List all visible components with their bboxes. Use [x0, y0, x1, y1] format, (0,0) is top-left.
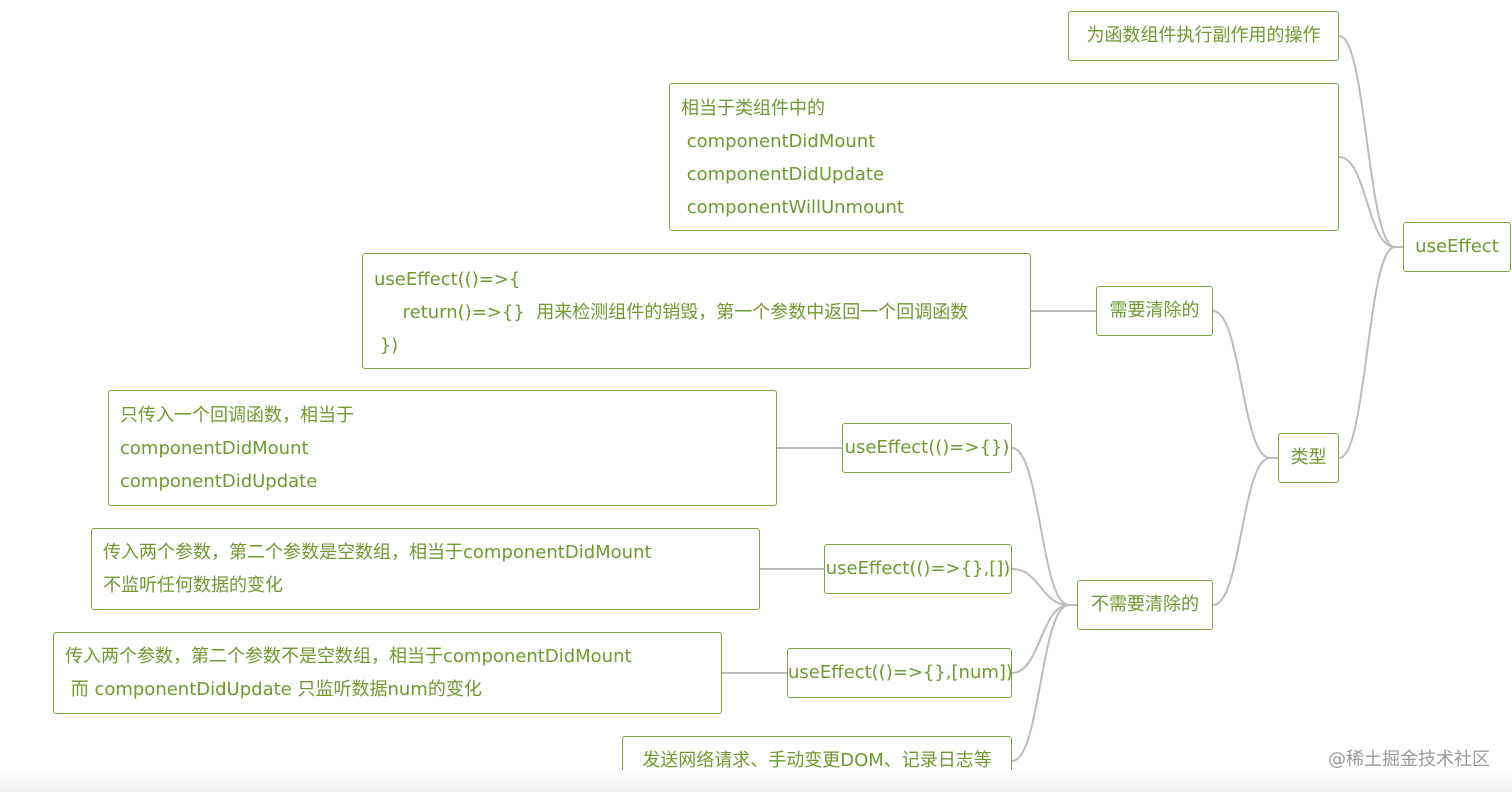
connector-needs — [1212, 310, 1278, 459]
node-purpose[interactable]: 为函数组件执行副作用的操作 — [1068, 11, 1339, 61]
connector-no — [1212, 457, 1278, 606]
watermark: @稀土掘金技术社区 — [1328, 749, 1490, 770]
node-effect-num-deps[interactable]: useEffect(()=>{},[num]) — [787, 648, 1012, 698]
node-effect-no-deps[interactable]: useEffect(()=>{}) — [842, 423, 1012, 473]
node-effect-empty-deps[interactable]: useEffect(()=>{},[]) — [824, 544, 1012, 594]
cleanup-line: useEffect(()=>{ — [374, 269, 521, 290]
connector-a — [1011, 447, 1077, 606]
node-effect-empty-deps-description[interactable]: 传入两个参数，第二个参数是空数组，相当于componentDidMount 不监… — [91, 528, 760, 610]
root-node-useeffect[interactable]: useEffect — [1403, 222, 1511, 272]
effect-c-line: 而 componentDidUpdate 只监听数据num的变化 — [65, 679, 482, 700]
effect-a-line: 只传入一个回调函数，相当于 — [120, 405, 354, 426]
cleanup-line: return()=>{} 用来检测组件的销毁，第一个参数中返回一个回调函数 — [374, 302, 969, 323]
lifecycle-line: componentDidMount — [681, 131, 876, 152]
connector-b — [1011, 568, 1077, 606]
connector-lifecycle — [1338, 156, 1403, 248]
node-effect-num-deps-description[interactable]: 传入两个参数，第二个参数不是空数组，相当于componentDidMount 而… — [53, 632, 722, 714]
node-no-cleanup[interactable]: 不需要清除的 — [1077, 580, 1213, 630]
node-effect-no-deps-description[interactable]: 只传入一个回调函数，相当于 componentDidMount componen… — [108, 390, 777, 506]
connector-ex — [1011, 604, 1077, 762]
connector-c — [1011, 604, 1077, 674]
effect-a-line: componentDidMount — [120, 438, 309, 459]
node-lifecycle-equivalents[interactable]: 相当于类组件中的 componentDidMount componentDidU… — [669, 83, 1339, 231]
lifecycle-line: componentWillUnmount — [681, 197, 904, 218]
effect-b-line: 不监听任何数据的变化 — [103, 575, 283, 596]
bottom-fade — [0, 770, 1512, 792]
node-cleanup-description[interactable]: useEffect(()=>{ return()=>{} 用来检测组件的销毁，第… — [362, 253, 1031, 369]
connector-types — [1338, 246, 1403, 459]
node-types[interactable]: 类型 — [1278, 433, 1339, 483]
effect-a-line: componentDidUpdate — [120, 471, 318, 492]
effect-b-line: 传入两个参数，第二个参数是空数组，相当于componentDidMount — [103, 542, 652, 563]
effect-c-line: 传入两个参数，第二个参数不是空数组，相当于componentDidMount — [65, 646, 632, 667]
lifecycle-line: componentDidUpdate — [681, 164, 885, 185]
node-needs-cleanup[interactable]: 需要清除的 — [1096, 286, 1213, 336]
connector-purpose — [1338, 35, 1403, 248]
cleanup-line: }) — [374, 335, 399, 356]
lifecycle-line: 相当于类组件中的 — [681, 98, 825, 119]
